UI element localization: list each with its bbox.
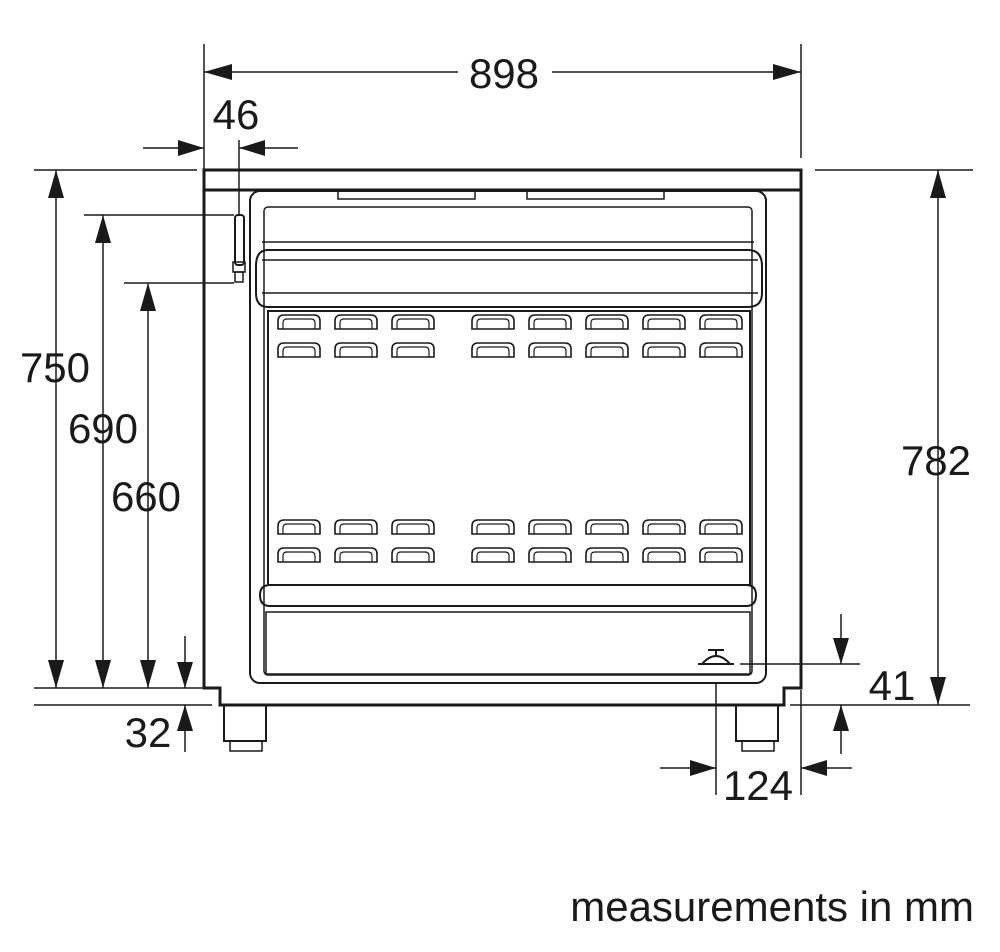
dim-width-898: 898	[469, 50, 539, 97]
vent-slot	[699, 342, 743, 358]
vent-slot	[528, 519, 572, 535]
vent-slot	[471, 519, 515, 535]
vent-slot	[699, 519, 743, 535]
vent-slot	[642, 314, 686, 330]
vent-slot	[277, 519, 321, 535]
vent-slot	[471, 547, 515, 563]
side-connector	[232, 140, 246, 283]
dimension-labels: 898 46 750 690 660 782 32 41 124	[20, 50, 971, 809]
vent-slot	[642, 342, 686, 358]
vent-slot	[391, 547, 435, 563]
foot-right	[735, 704, 779, 752]
dim-height-782: 782	[901, 437, 971, 484]
vent-slot	[585, 342, 629, 358]
vent-slot	[585, 314, 629, 330]
cooker-body	[202, 190, 803, 707]
top-plate	[202, 168, 803, 192]
vent-slot	[277, 547, 321, 563]
vent-slot	[642, 547, 686, 563]
dim-height-750: 750	[20, 344, 90, 391]
dim-connector-41: 41	[869, 662, 916, 709]
vent-slot	[277, 314, 321, 330]
vent-slot	[699, 314, 743, 330]
extension-lines	[34, 44, 973, 795]
vent-slot	[334, 314, 378, 330]
vent-slot	[585, 547, 629, 563]
foot-left	[223, 704, 267, 752]
top-strip-left	[337, 189, 476, 200]
dimension-lines	[48, 64, 946, 776]
vent-slot	[391, 342, 435, 358]
top-strip-right	[526, 189, 665, 200]
vent-slot	[585, 519, 629, 535]
vent-slot	[277, 342, 321, 358]
vent-slot	[334, 547, 378, 563]
dim-height-690: 690	[68, 405, 138, 452]
vent-slot	[528, 314, 572, 330]
oven-door-frame	[249, 190, 767, 684]
door-handle	[255, 249, 763, 308]
dim-offset-46: 46	[213, 91, 260, 138]
vent-slots	[277, 314, 743, 563]
dim-connector-124: 124	[723, 762, 793, 809]
units-caption: measurements in mm	[570, 883, 974, 930]
vent-slot	[471, 342, 515, 358]
dim-foot-32: 32	[125, 709, 172, 756]
door-bottom-rail	[258, 584, 758, 607]
oven-door-inner-frame	[263, 206, 753, 676]
gas-connection-icon	[698, 649, 734, 665]
vent-slot	[391, 519, 435, 535]
vent-slot	[471, 314, 515, 330]
storage-drawer	[265, 611, 751, 675]
vent-slot	[528, 547, 572, 563]
dim-height-660: 660	[111, 473, 181, 520]
cooker-front-view	[202, 140, 803, 752]
vent-slot	[528, 342, 572, 358]
vent-slot	[391, 314, 435, 330]
vent-slot	[642, 519, 686, 535]
vent-slot	[334, 342, 378, 358]
vent-slot	[334, 519, 378, 535]
vent-slot	[699, 547, 743, 563]
